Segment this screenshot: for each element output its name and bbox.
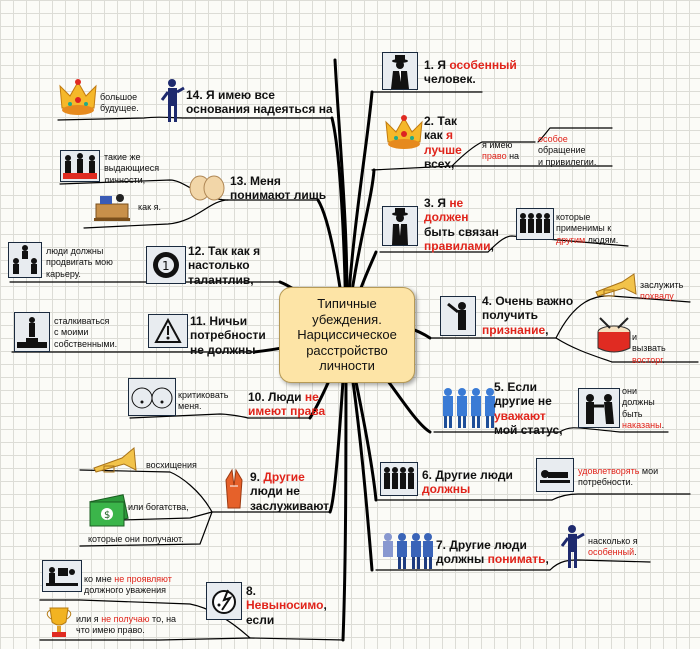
branch-9-sub-b: или богатства, — [128, 502, 189, 512]
sleeping-man-icon — [536, 458, 574, 492]
central-topic: Типичные убеждения. Нарциссическое расст… — [279, 287, 415, 383]
branch-9-sub-a: восхищения — [146, 460, 197, 470]
crowd-icon — [383, 533, 433, 569]
center-line: личности — [319, 358, 375, 374]
crowd-icon — [516, 208, 554, 240]
drum-icon — [597, 317, 631, 353]
svg-text:1: 1 — [162, 259, 170, 273]
handshake-icon — [189, 175, 225, 201]
crown-icon — [385, 115, 423, 149]
pointing-man-icon — [560, 525, 585, 568]
office-icon — [42, 560, 82, 592]
crowd-icon — [380, 462, 418, 496]
winners-podium-icon — [14, 312, 50, 352]
trumpet-icon — [595, 273, 637, 297]
money-icon: $ — [89, 494, 129, 527]
trumpet-icon — [93, 447, 137, 473]
no-entry-sign-icon — [148, 314, 188, 348]
pointing-man-icon — [160, 79, 185, 122]
fight-icon — [578, 388, 620, 428]
branch-13-sub-b: как я. — [138, 202, 161, 212]
center-line: убеждения. — [312, 311, 382, 327]
handshake-icon — [225, 468, 243, 509]
crown-icon — [59, 79, 97, 115]
svg-text:$: $ — [104, 510, 110, 521]
desk-icon — [94, 194, 130, 221]
faces-icon — [128, 378, 176, 416]
branch-8-label: 8.Невыносимо,если — [246, 584, 327, 627]
bomb-icon — [206, 582, 242, 620]
podium-speaker-icon — [440, 296, 476, 336]
crowd-icon — [60, 150, 100, 182]
branch-9-sub-c: которые они получают. — [88, 534, 184, 544]
man-in-hat-icon — [382, 52, 418, 90]
businessman-icon — [382, 206, 418, 246]
crowd-icon — [443, 388, 495, 428]
center-line: Типичные — [317, 296, 377, 312]
emblem-icon: 1 — [146, 246, 186, 284]
center-line: Нарциссическое — [297, 327, 397, 343]
crowd-icon — [8, 242, 42, 278]
center-line: расстройство — [306, 342, 388, 358]
trophy-icon — [46, 607, 72, 637]
